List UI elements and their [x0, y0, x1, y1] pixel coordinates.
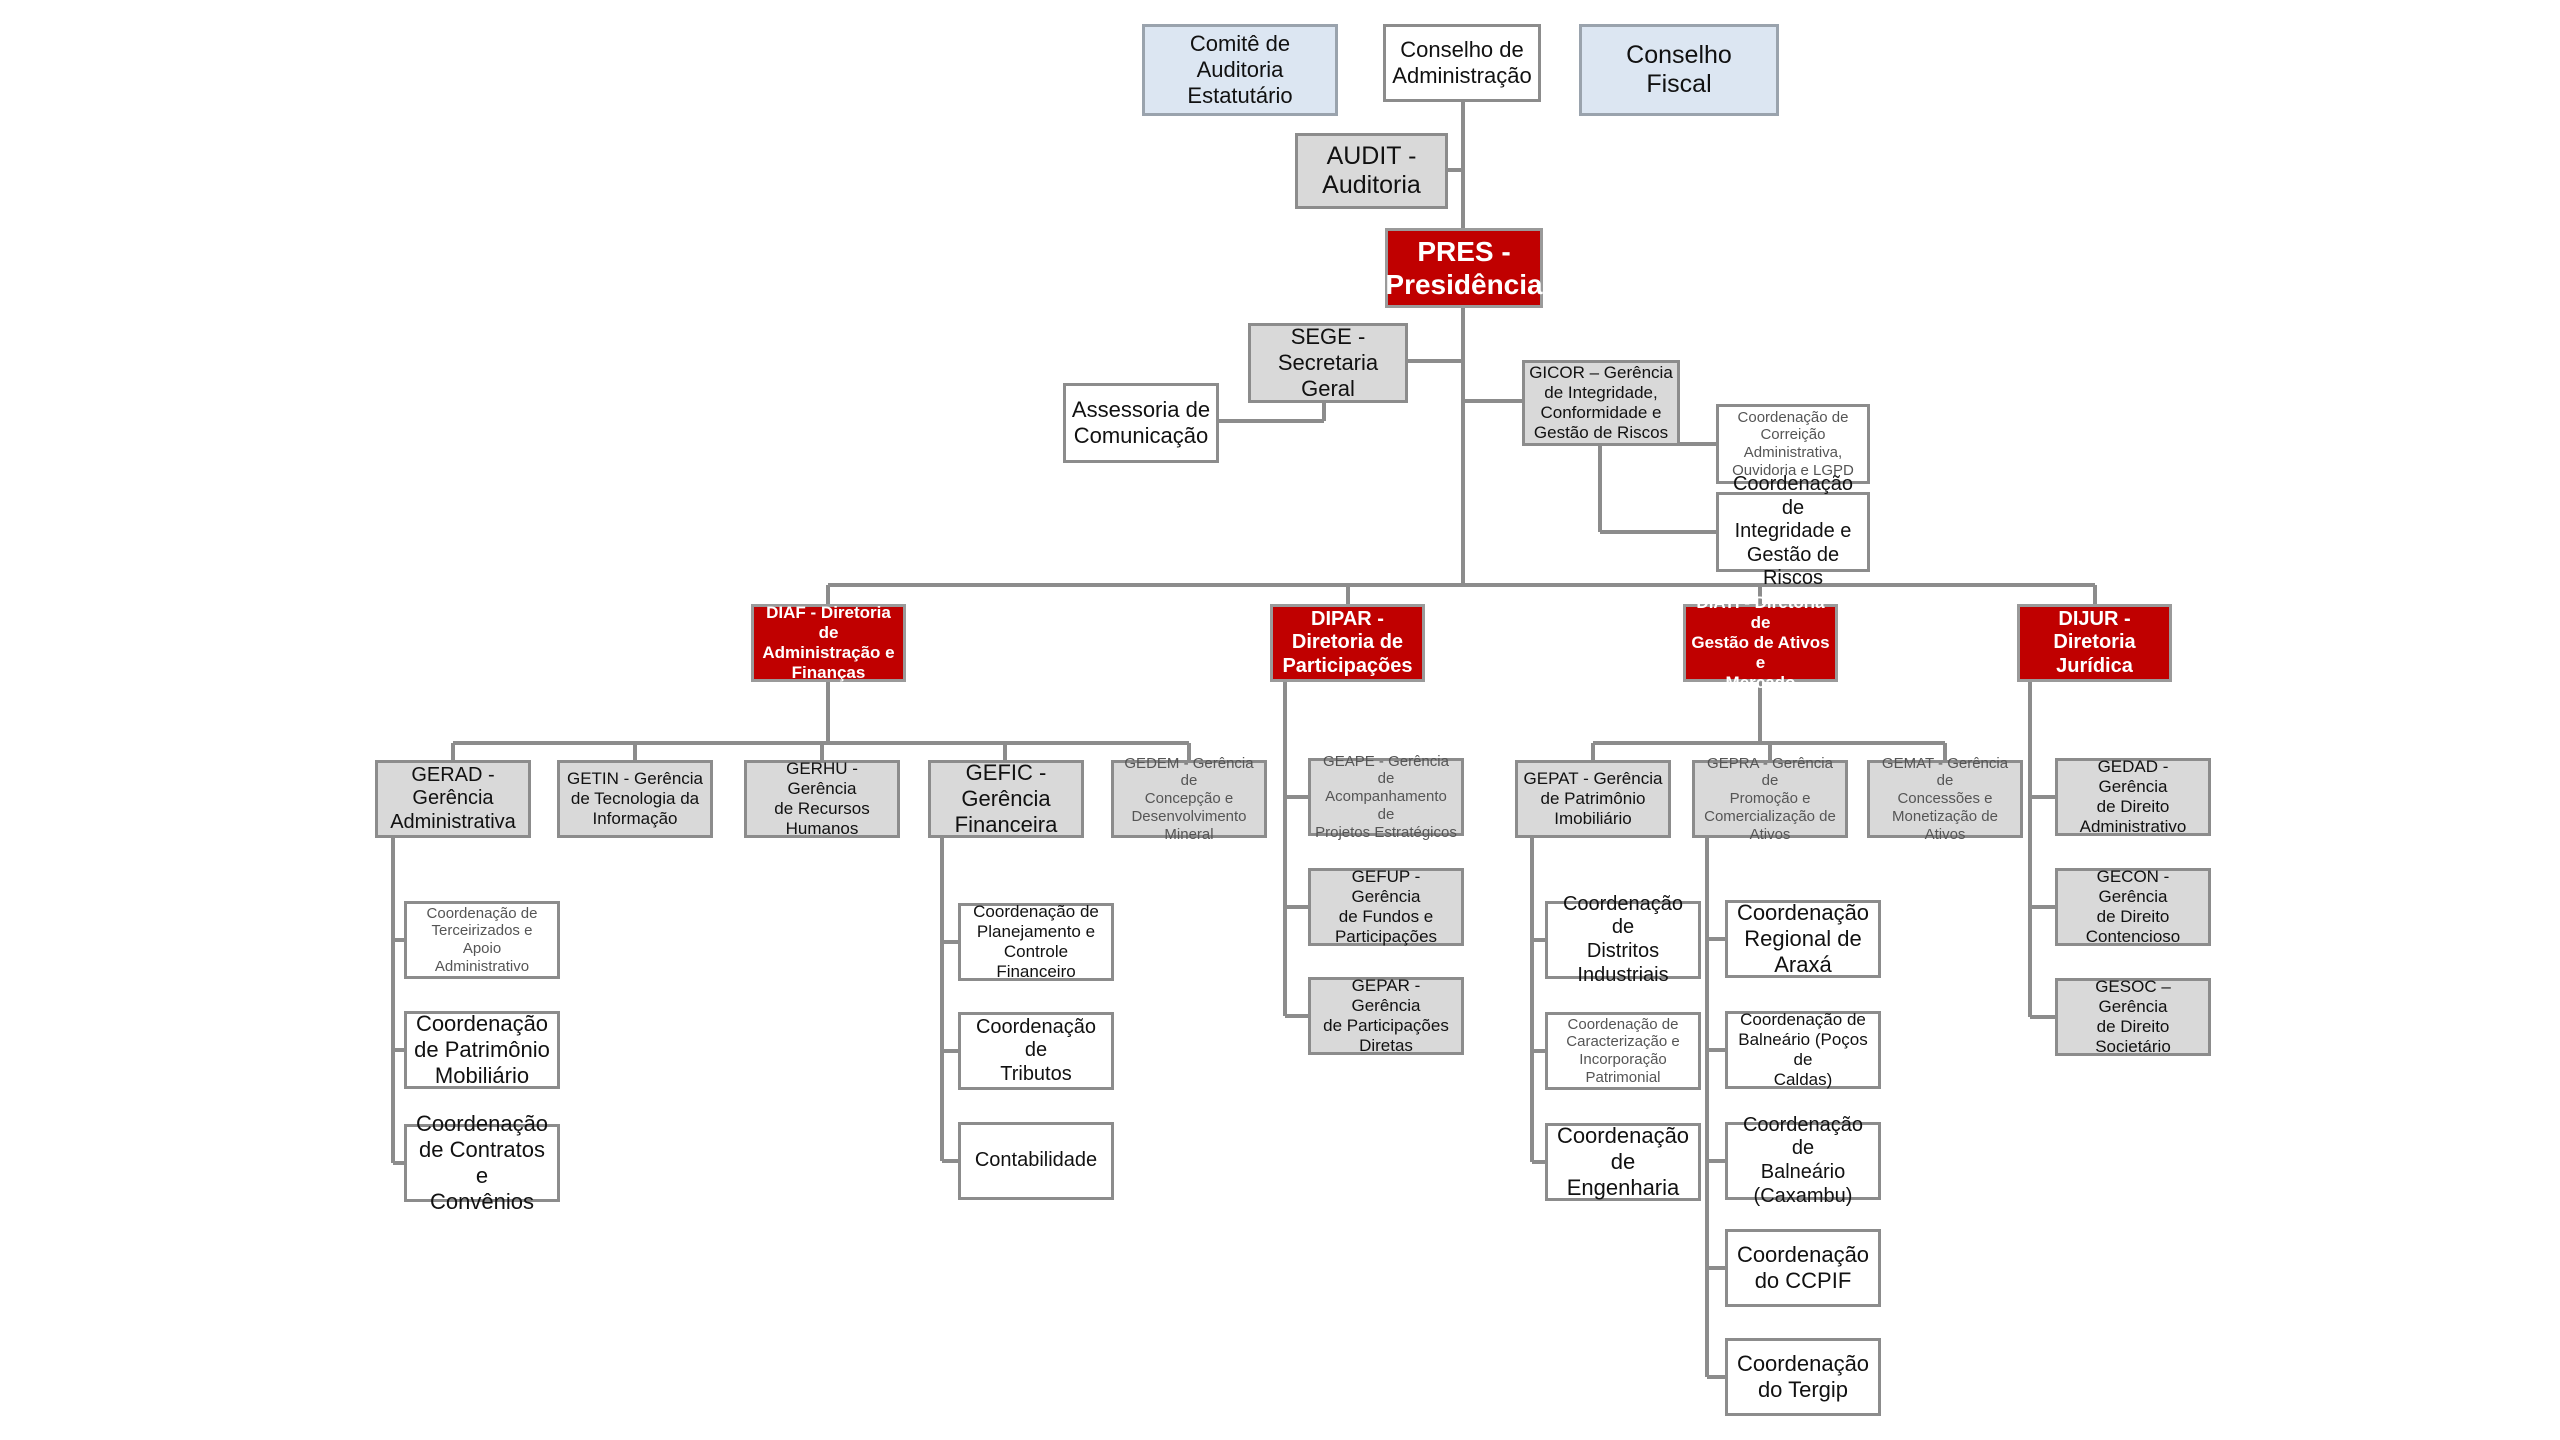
getin-box: GETIN - Gerência de Tecnologia da Inform… — [557, 760, 713, 838]
gepat-coordination: Coordenação de Caracterização e Incorpor… — [1545, 1012, 1701, 1090]
gefic-coordination: Coordenação de Planejamento e Controle F… — [958, 902, 1114, 981]
gerad-coordination: Coordenação de Contratos e Convênios — [404, 1111, 560, 1214]
gepra-coordination: Coordenação Regional de Araxá — [1725, 900, 1881, 978]
gepra-box: GEPRA - Gerência de Promoção e Comercial… — [1692, 755, 1848, 843]
fiscal-council-box: Conselho Fiscal — [1579, 24, 1779, 116]
gepat-coordination: Coordenação de Engenharia — [1545, 1123, 1701, 1201]
diaf-box: DIAF - Diretoria de Administração e Fina… — [751, 603, 906, 682]
gepra-coordination: Coordenação de Balneário (Caxambu) — [1725, 1114, 1881, 1207]
gemat-box: GEMAT - Gerência de Concessões e Monetiz… — [1867, 755, 2023, 843]
dijur-manager: GECON - Gerência de Direito Contencioso — [2055, 867, 2211, 946]
diati-box: DIATI - Diretoria de Gestão de Ativos e … — [1683, 593, 1838, 692]
gerad-coordination: Coordenação de Patrimônio Mobiliário — [404, 1011, 560, 1089]
gerad-box: GERAD - Gerência Administrativa — [375, 760, 531, 838]
dipar-manager: GEAPE - Gerência de Acompanhamento de Pr… — [1308, 753, 1464, 841]
sege-box: SEGE - Secretaria Geral — [1248, 323, 1408, 403]
dijur-manager: GEDAD - Gerência de Direito Administrati… — [2055, 757, 2211, 836]
gerad-coordination: Coordenação de Terceirizados e Apoio Adm… — [404, 901, 560, 979]
audit-box: AUDIT - Auditoria — [1295, 133, 1448, 209]
gerhu-box: GERHU - Gerência de Recursos Humanos — [744, 759, 900, 838]
admin-council-box: Conselho de Administração — [1383, 24, 1541, 102]
dijur-manager: GESOC – Gerência de Direito Societário — [2055, 977, 2211, 1056]
dipar-box: DIPAR - Diretoria de Participações — [1270, 604, 1425, 682]
gefic-coordination: Contabilidade — [958, 1122, 1114, 1200]
audit-committee-box: Comitê de Auditoria Estatutário — [1142, 24, 1338, 116]
dipar-manager: GEPAR - Gerência de Participações Direta… — [1308, 976, 1464, 1055]
dijur-box: DIJUR - Diretoria Jurídica — [2017, 604, 2172, 682]
correction-coordination-box: Coordenação de Correição Administrativa,… — [1716, 404, 1870, 484]
communication-box: Assessoria de Comunicação — [1063, 383, 1219, 463]
gepra-coordination: Coordenação do CCPIF — [1725, 1229, 1881, 1307]
gepat-coordination: Coordenação de Distritos Industriais — [1545, 893, 1701, 986]
gepat-box: GEPAT - Gerência de Patrimônio Imobiliár… — [1515, 760, 1671, 838]
gefic-coordination: Coordenação de Tributos — [958, 1012, 1114, 1090]
dipar-manager: GEFUP - Gerência de Fundos e Participaçõ… — [1308, 867, 1464, 946]
gedem-box: GEDEM - Gerência de Concepção e Desenvol… — [1111, 755, 1267, 843]
gicor-box: GICOR – Gerência de Integridade, Conform… — [1522, 360, 1680, 446]
gepra-coordination: Coordenação do Tergip — [1725, 1338, 1881, 1416]
gepra-coordination: Coordenação de Balneário (Poços de Calda… — [1725, 1010, 1881, 1089]
gefic-box: GEFIC - Gerência Financeira — [928, 760, 1084, 838]
integrity-coordination-box: Coordenação de Integridade e Gestão de R… — [1716, 473, 1870, 589]
presidency-box: PRES - Presidência — [1385, 228, 1543, 308]
